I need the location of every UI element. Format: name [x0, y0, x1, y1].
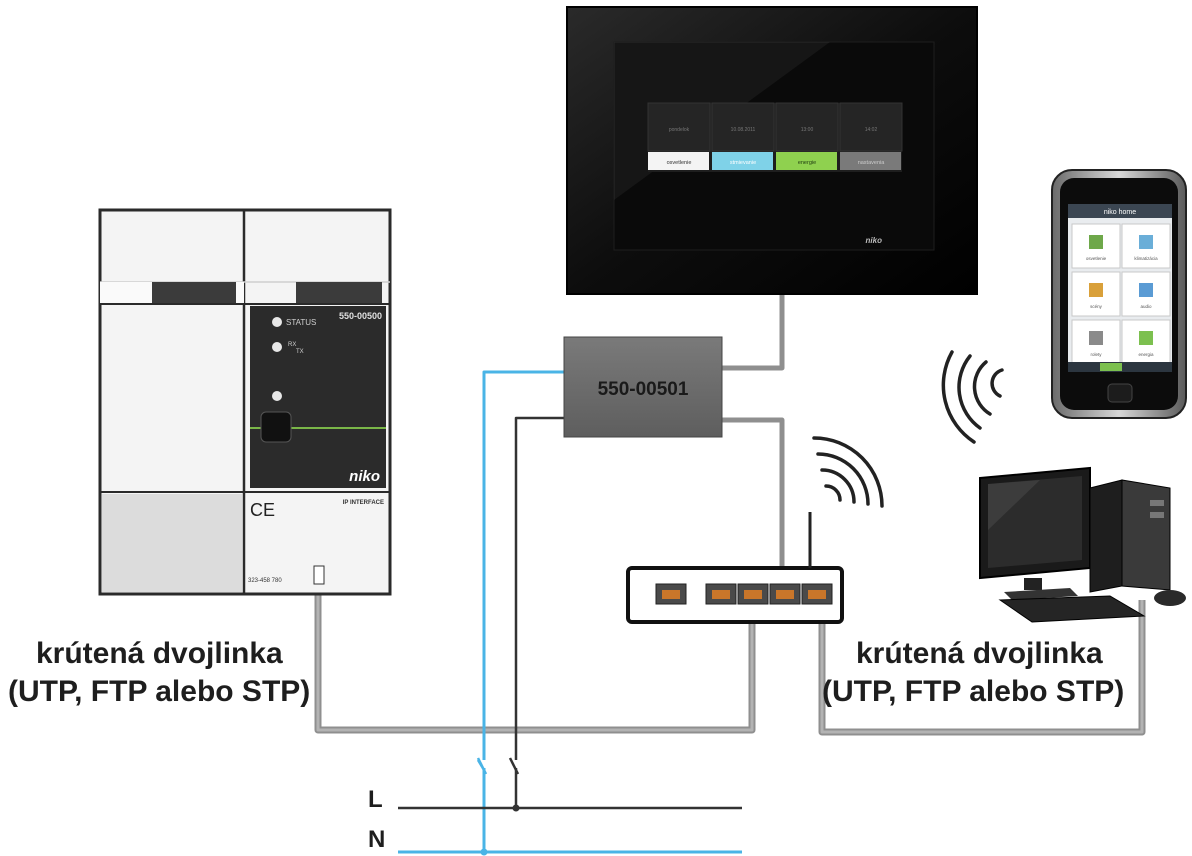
mouse — [1154, 590, 1186, 606]
power-cable-blue — [482, 370, 564, 852]
module-terminal — [313, 565, 325, 585]
status-cells: pondelok 10.08.2011 13:00 14:02 — [647, 102, 903, 152]
screen-button-dimming[interactable] — [712, 152, 773, 170]
status-label: STATUS — [286, 318, 316, 327]
screen-button-settings[interactable] — [840, 152, 901, 170]
svg-text:osvetlenie: osvetlenie — [667, 160, 692, 166]
interface-label: IP INTERFACE — [343, 500, 384, 506]
wifi-waves-phone — [941, 350, 1004, 444]
phone-app-title: niko home — [1104, 209, 1136, 216]
touchscreen-brand: niko — [866, 236, 883, 245]
desktop-computer — [979, 466, 1186, 623]
phone-home-button[interactable] — [1107, 383, 1133, 403]
rx-label: RX — [288, 342, 296, 348]
screen-buttons[interactable]: osvetlenie stmievanie energie nastavenia — [648, 152, 901, 170]
svg-text:audio: audio — [1140, 304, 1152, 309]
cable-label-right-line1: krútená dvojlinka — [856, 637, 1103, 670]
cable-label-right-line2: (UTP, FTP alebo STP) — [822, 675, 1125, 708]
svg-text:energia: energia — [1138, 352, 1154, 357]
screen-button-energy[interactable] — [776, 152, 837, 170]
svg-text:10.08.2011: 10.08.2011 — [731, 127, 756, 133]
svg-text:stmievanie: stmievanie — [730, 160, 756, 166]
tx-label: TX — [296, 349, 304, 355]
network-switch — [626, 512, 844, 624]
ce-mark: CE — [250, 500, 275, 520]
svg-text:14:02: 14:02 — [865, 127, 878, 133]
n-label: N — [368, 826, 386, 853]
rxtx-led — [272, 342, 282, 352]
svg-text:nastavenia: nastavenia — [858, 160, 886, 166]
module-model: 550-00500 — [339, 311, 382, 321]
cable-touchscreen-adapter — [722, 292, 785, 371]
screen-button-lighting[interactable] — [648, 152, 709, 170]
l-label: L — [368, 786, 383, 813]
cables — [314, 292, 1146, 852]
power-module: 550-00500 STATUS RX TX niko CE IP INTERF… — [98, 208, 392, 596]
smartphone: niko home osvetlenie klimatizácia scény … — [1051, 169, 1187, 419]
indicator-led — [272, 391, 282, 401]
adapter-550-00501: 550-00501 — [563, 336, 723, 438]
svg-text:13:00: 13:00 — [801, 127, 814, 133]
power-cable-dark — [514, 416, 564, 808]
cable-label-left-line2: (UTP, FTP alebo STP) — [8, 675, 311, 708]
svg-text:klimatizácia: klimatizácia — [1134, 256, 1158, 261]
svg-text:scény: scény — [1090, 304, 1103, 309]
n-junction — [480, 848, 488, 856]
module-brand: niko — [349, 468, 380, 485]
reset-button[interactable] — [260, 411, 292, 443]
cable-adapter-switch — [722, 417, 785, 585]
svg-text:osvetlenie: osvetlenie — [1086, 256, 1107, 261]
touchscreen: pondelok 10.08.2011 13:00 14:02 osvetlen… — [566, 6, 978, 295]
status-led — [272, 317, 282, 327]
svg-text:energie: energie — [798, 160, 816, 166]
cable-label-left-line1: krútená dvojlinka — [36, 637, 283, 670]
wifi-waves-router — [812, 436, 884, 508]
module-front-panel — [250, 306, 386, 488]
l-junction — [512, 804, 520, 812]
breaker-switches — [476, 757, 520, 790]
part-number: 323-458 780 — [248, 578, 282, 584]
svg-text:pondelok: pondelok — [669, 127, 690, 133]
adapter-model: 550-00501 — [598, 379, 689, 400]
svg-text:rolety: rolety — [1090, 352, 1102, 357]
